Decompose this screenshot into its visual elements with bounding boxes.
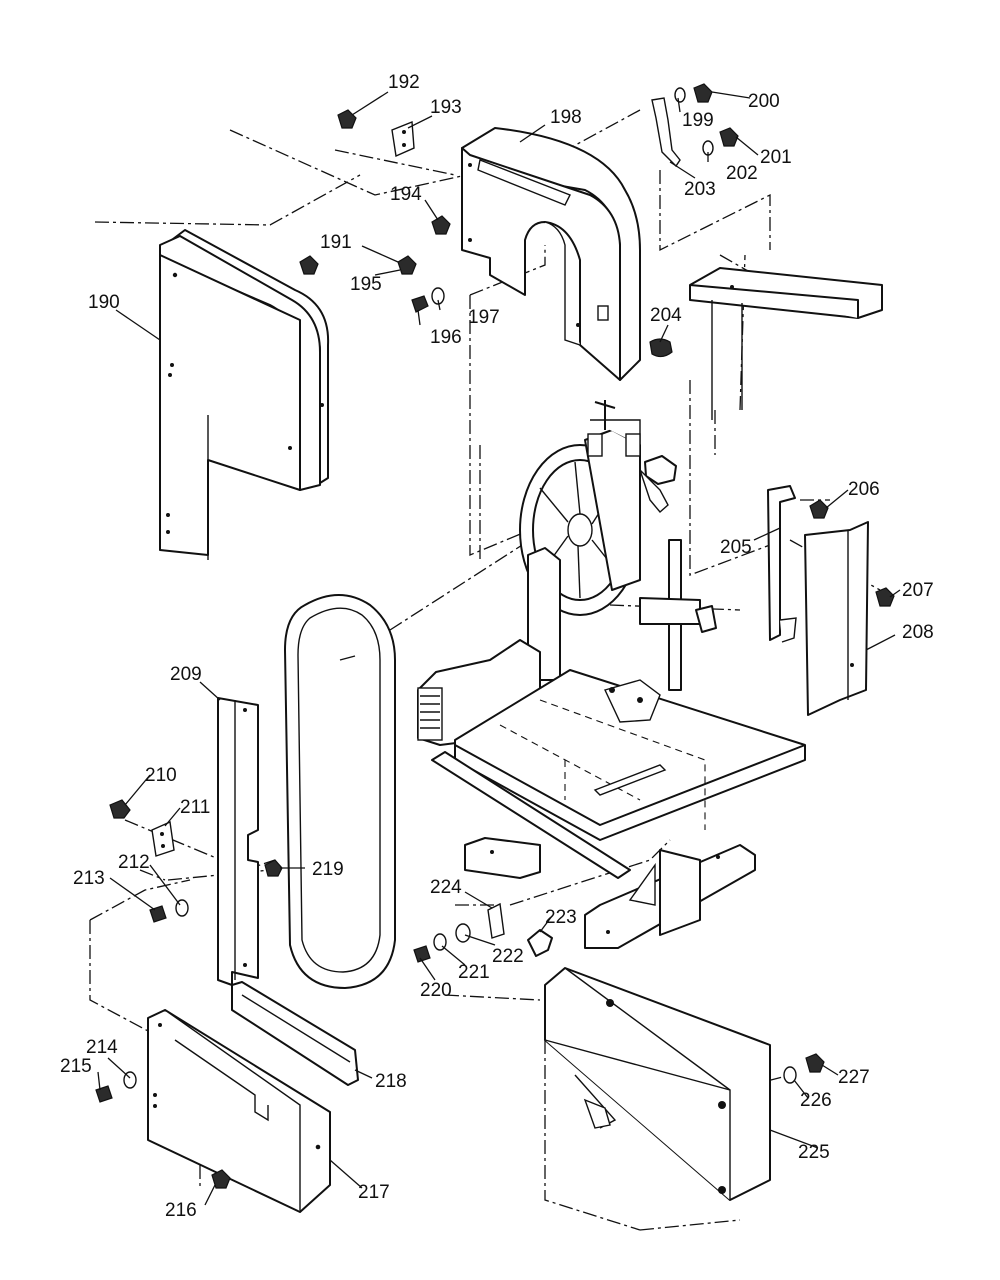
part-number-labels: 190 191 192 193 194 195 196 197 198 199 … [60,72,934,1221]
side-bracket-205 [767,485,829,643]
part-label-198: 198 [550,107,582,128]
saw-blade [284,594,396,989]
part-label-225: 225 [798,1142,830,1163]
part-label-205: 205 [720,537,752,558]
part-label-207: 207 [902,580,934,601]
upper-frame-cover-198 [461,127,641,381]
part-label-197: 197 [468,307,500,328]
part-label-226: 226 [800,1090,832,1111]
part-label-217: 217 [358,1182,390,1203]
part-label-214: 214 [86,1037,118,1058]
leader-lines [97,91,901,1206]
part-label-194: 194 [390,184,422,205]
part-label-212: 212 [118,852,150,873]
blade-guard-209 [217,697,259,986]
part-label-202: 202 [726,163,758,184]
part-label-199: 199 [682,110,714,131]
lower-rail-218 [231,981,359,1086]
part-label-216: 216 [165,1200,197,1221]
lower-wheel-cover-left-217 [95,1009,331,1213]
part-label-206: 206 [848,479,880,500]
part-label-196: 196 [430,327,462,348]
left-hardware [109,799,283,923]
part-label-192: 192 [388,72,420,93]
lower-wheel-cover-right-225 [544,967,825,1201]
part-label-209: 209 [170,664,202,685]
part-label-200: 200 [748,91,780,112]
upper-hardware [299,83,739,358]
saw-body [417,400,806,949]
part-label-193: 193 [430,97,462,118]
part-label-220: 220 [420,980,452,1001]
front-knob-hardware [413,902,553,963]
part-label-223: 223 [545,907,577,928]
part-label-210: 210 [145,765,177,786]
part-label-203: 203 [684,179,716,200]
part-label-208: 208 [902,622,934,643]
side-cover-208 [804,521,895,716]
part-label-191: 191 [320,232,352,253]
part-label-190: 190 [88,292,120,313]
part-label-215: 215 [60,1056,92,1077]
part-label-201: 201 [760,147,792,168]
part-label-221: 221 [458,962,490,983]
upper-wheel-cover-left-190 [159,229,330,560]
part-label-219: 219 [312,859,344,880]
part-label-213: 213 [73,868,105,889]
part-label-224: 224 [430,877,462,898]
part-label-227: 227 [838,1067,870,1088]
upper-frame-beam [689,267,883,420]
part-label-204: 204 [650,305,682,326]
part-label-218: 218 [375,1071,407,1092]
part-label-195: 195 [350,274,382,295]
part-label-211: 211 [180,797,210,818]
part-label-222: 222 [492,946,524,967]
